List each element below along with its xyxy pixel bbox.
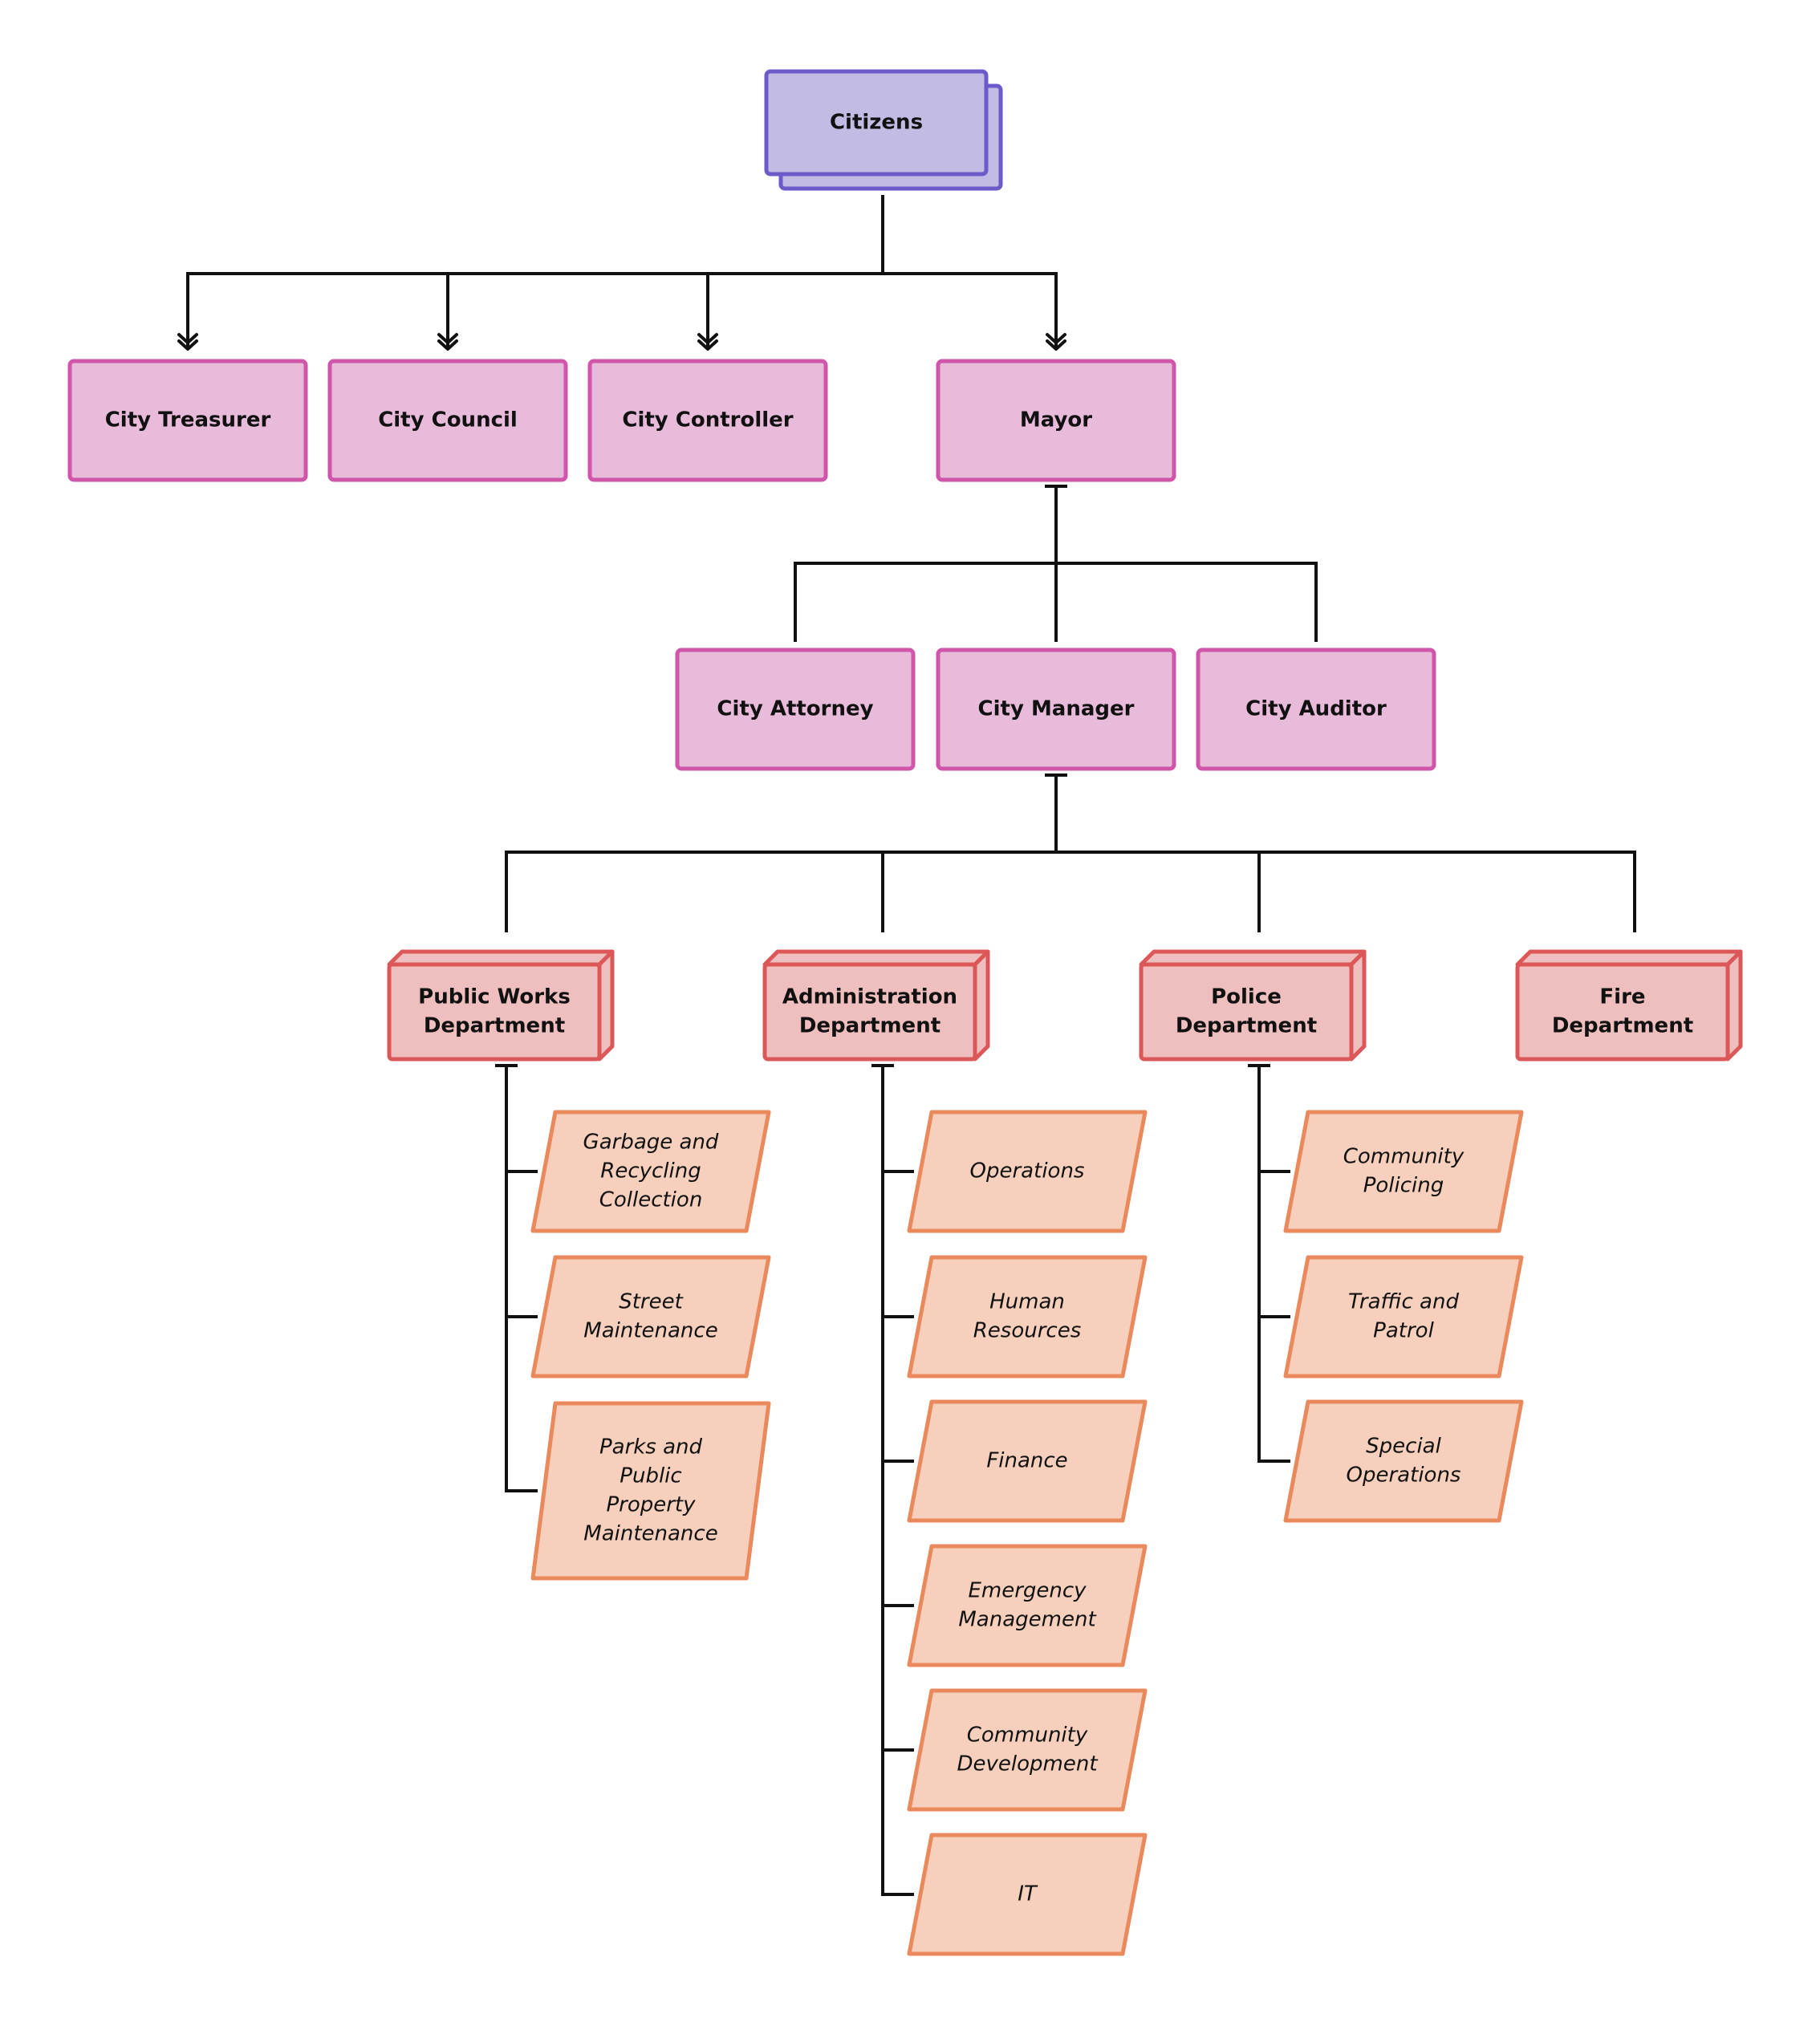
node-mayor: Mayor xyxy=(936,359,1176,482)
node-label: Management xyxy=(958,1608,1096,1632)
arrowhead-icon xyxy=(697,333,718,351)
connector-lines xyxy=(177,195,1636,1896)
arrowhead-icon xyxy=(177,333,198,351)
node-finance: Finance xyxy=(907,1399,1148,1523)
node-label: Garbage and xyxy=(583,1131,719,1155)
node-city-treasurer: City Treasurer xyxy=(67,359,308,482)
node-city-council: City Council xyxy=(327,359,568,482)
node-label: City Controller xyxy=(622,408,793,432)
node-label: City Treasurer xyxy=(105,408,271,432)
node-label: City Auditor xyxy=(1245,697,1387,721)
node-label: Emergency xyxy=(968,1579,1087,1603)
node-label: City Manager xyxy=(978,697,1135,721)
node-label: Development xyxy=(957,1752,1098,1776)
node-label: Administration xyxy=(782,985,957,1009)
node-label: Policing xyxy=(1363,1174,1444,1198)
node-label: Traffic and xyxy=(1348,1290,1459,1314)
node-label: Mayor xyxy=(1020,408,1092,432)
node-label: Maintenance xyxy=(583,1319,717,1343)
node-label: Department xyxy=(1176,1014,1317,1038)
arrowhead-icon xyxy=(437,333,458,351)
node-label: Police xyxy=(1211,985,1282,1009)
node-label: Finance xyxy=(986,1449,1067,1473)
node-label: Maintenance xyxy=(583,1522,717,1546)
node-label: Parks and xyxy=(599,1435,703,1460)
node-label: Human xyxy=(989,1290,1065,1314)
node-label: Street xyxy=(619,1290,683,1314)
node-label: Patrol xyxy=(1373,1319,1434,1343)
node-label: Fire xyxy=(1599,985,1645,1009)
node-city-controller: City Controller xyxy=(587,359,828,482)
node-label: Community xyxy=(967,1724,1088,1748)
node-label: City Council xyxy=(378,408,518,432)
node-label: Property xyxy=(606,1493,696,1517)
arrowhead-icon xyxy=(1046,333,1066,351)
node-city-manager: City Manager xyxy=(936,648,1176,771)
node-label: Collection xyxy=(599,1188,703,1212)
node-label: Resources xyxy=(973,1319,1082,1343)
node-city-auditor: City Auditor xyxy=(1196,648,1436,771)
node-label: Department xyxy=(799,1014,940,1038)
node-label: Public xyxy=(620,1464,681,1488)
node-label: Recycling xyxy=(600,1159,701,1184)
node-label: Public Works xyxy=(418,985,571,1009)
node-label: Operations xyxy=(970,1159,1085,1184)
node-label: IT xyxy=(1018,1882,1038,1906)
node-label: Citizens xyxy=(830,111,923,135)
node-label: Special xyxy=(1366,1435,1441,1459)
node-citizens: Citizens xyxy=(764,69,1003,191)
node-label: Department xyxy=(424,1014,565,1038)
node-city-attorney: City Attorney xyxy=(675,648,916,771)
node-label: Community xyxy=(1343,1145,1465,1169)
node-it: IT xyxy=(907,1833,1148,1956)
node-label: Operations xyxy=(1347,1464,1461,1488)
node-label: Department xyxy=(1552,1014,1693,1038)
node-label: City Attorney xyxy=(717,697,873,721)
node-operations: Operations xyxy=(907,1110,1148,1233)
